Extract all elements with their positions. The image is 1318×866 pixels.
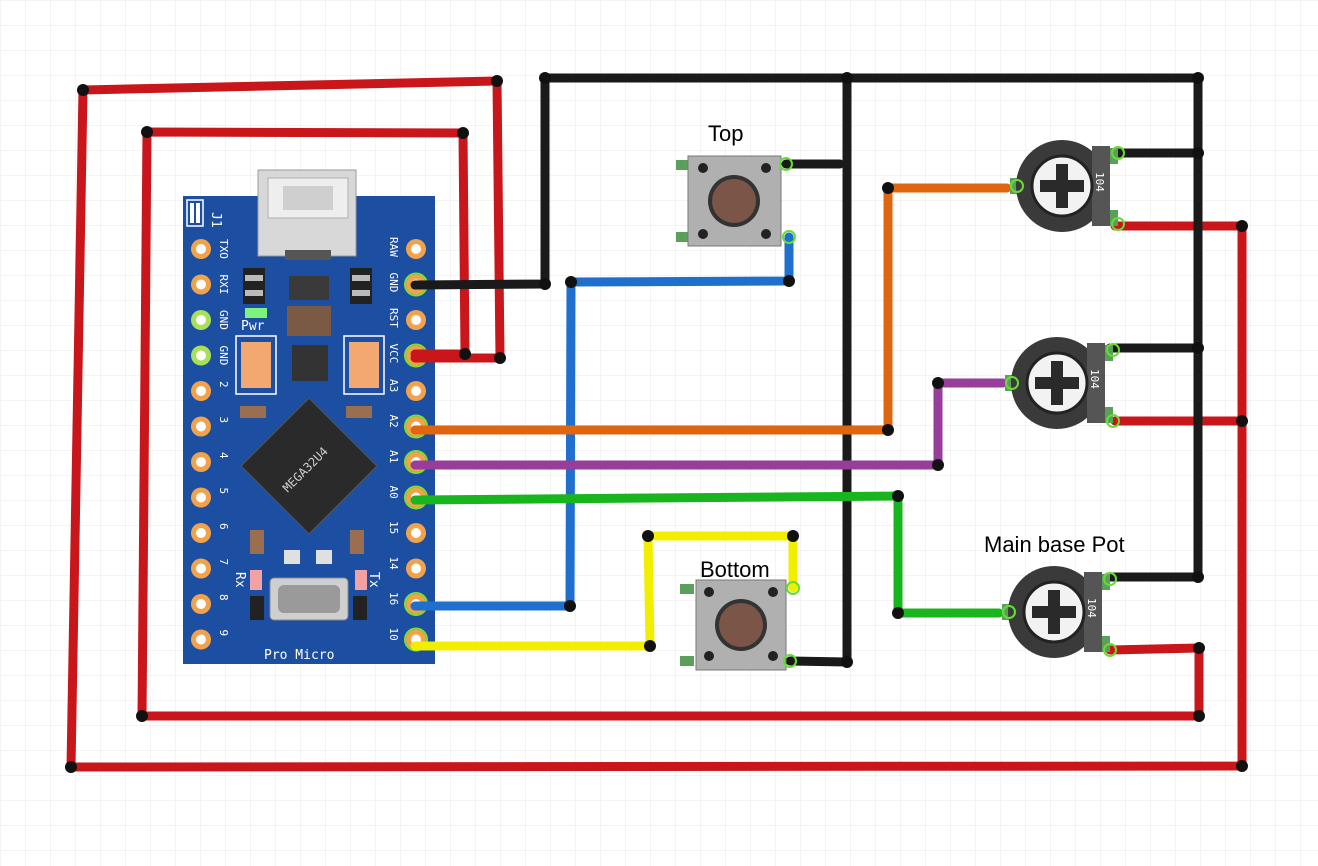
left-pin-label: RXI <box>217 275 230 295</box>
power-led <box>245 308 267 318</box>
wire-junction <box>932 377 944 389</box>
wire-junction <box>1192 342 1204 354</box>
wire-junction <box>1236 415 1248 427</box>
right-pin-label: 14 <box>387 557 400 571</box>
wire-junction <box>1192 72 1204 84</box>
wire-junction <box>491 75 503 87</box>
wire-junction <box>783 275 795 287</box>
wire-junction <box>539 72 551 84</box>
left-pin-label: 6 <box>217 523 230 530</box>
wire-junction <box>642 530 654 542</box>
wire-junction <box>141 126 153 138</box>
right-pin-label: A2 <box>387 415 400 428</box>
wire-junction <box>882 424 894 436</box>
top-button: Top <box>676 121 796 247</box>
wire-junction <box>1193 710 1205 722</box>
wire-junction <box>65 761 77 773</box>
wire-pot-a2 <box>410 183 1012 435</box>
power-led-label: Pwr <box>241 319 265 334</box>
left-pin-label: 8 <box>217 594 230 601</box>
mega32u4-chip: MEGA32U4 <box>240 397 378 535</box>
left-pin-header: TXO RXI GND GND 2 3 4 5 6 7 8 9 <box>191 239 230 650</box>
wire-junction <box>457 127 469 139</box>
pot-marking: 104 <box>1093 172 1106 192</box>
pot-marking: 104 <box>1085 598 1098 618</box>
tx-label: Tx <box>366 572 381 588</box>
wire-junction <box>644 640 656 652</box>
wire-junction <box>459 348 471 360</box>
left-pin-label: 2 <box>217 381 230 388</box>
left-pin-label: GND <box>217 310 230 330</box>
main-pot-label: Main base Pot <box>984 532 1125 557</box>
left-pin-label: 4 <box>217 452 230 459</box>
pot-marking: 104 <box>1088 369 1101 389</box>
bottom-button-label: Bottom <box>700 557 770 582</box>
right-pin-label: RAW <box>387 237 400 257</box>
wire-junction <box>1236 220 1248 232</box>
left-pin-label: 9 <box>217 630 230 637</box>
wire-junction <box>565 276 577 288</box>
wire-junction <box>136 710 148 722</box>
right-pin-label: 16 <box>387 592 400 605</box>
wire-junction <box>77 84 89 96</box>
wire-power-inner <box>137 127 1204 721</box>
left-pin-label: 3 <box>217 417 230 424</box>
potentiometer-1: 104 <box>1010 140 1125 232</box>
wire-junctions <box>65 72 1248 773</box>
wire-junction <box>494 352 506 364</box>
potentiometer-3: 104 <box>1002 566 1117 658</box>
wire-junction <box>539 278 551 290</box>
left-pin-label: 5 <box>217 488 230 495</box>
board-name: Pro Micro <box>264 648 334 663</box>
wire-junction <box>882 182 894 194</box>
right-pin-label: A3 <box>387 379 400 392</box>
right-pin-label: RST <box>387 308 400 328</box>
right-pin-label: GND <box>387 273 400 293</box>
rx-label: Rx <box>232 572 247 588</box>
wire-junction <box>564 600 576 612</box>
wire-pot-a0 <box>410 491 1004 618</box>
left-pin-label: GND <box>217 346 230 366</box>
wire-power-outer <box>66 76 1247 772</box>
wire-junction <box>841 72 853 84</box>
wire-junction <box>932 459 944 471</box>
pro-micro-board: J1 Pwr MEGA32U4 Rx Tx <box>183 169 435 664</box>
wire-junction <box>1192 571 1204 583</box>
right-pin-label: VCC <box>387 344 400 364</box>
wire-junction <box>787 530 799 542</box>
right-pin-label: A1 <box>387 450 400 463</box>
wire-junction <box>1193 642 1205 654</box>
wire-pot-a1 <box>410 378 1008 470</box>
wire-junction <box>892 490 904 502</box>
right-pin-label: 15 <box>387 521 400 534</box>
jumper-label: J1 <box>208 212 223 228</box>
left-pin-label: TXO <box>217 239 230 259</box>
wire-junction <box>1192 147 1204 159</box>
wire-junction <box>841 656 853 668</box>
potentiometers: 104 104 104 <box>1002 140 1125 658</box>
wire-junction <box>892 607 904 619</box>
left-pin-label: 7 <box>217 559 230 566</box>
bottom-button: Bottom <box>680 557 800 671</box>
right-pin-label: 10 <box>387 628 400 641</box>
right-pin-label: A0 <box>387 486 400 499</box>
top-button-label: Top <box>708 121 743 146</box>
potentiometer-2: 104 <box>1005 337 1120 429</box>
wire-junction <box>1236 760 1248 772</box>
